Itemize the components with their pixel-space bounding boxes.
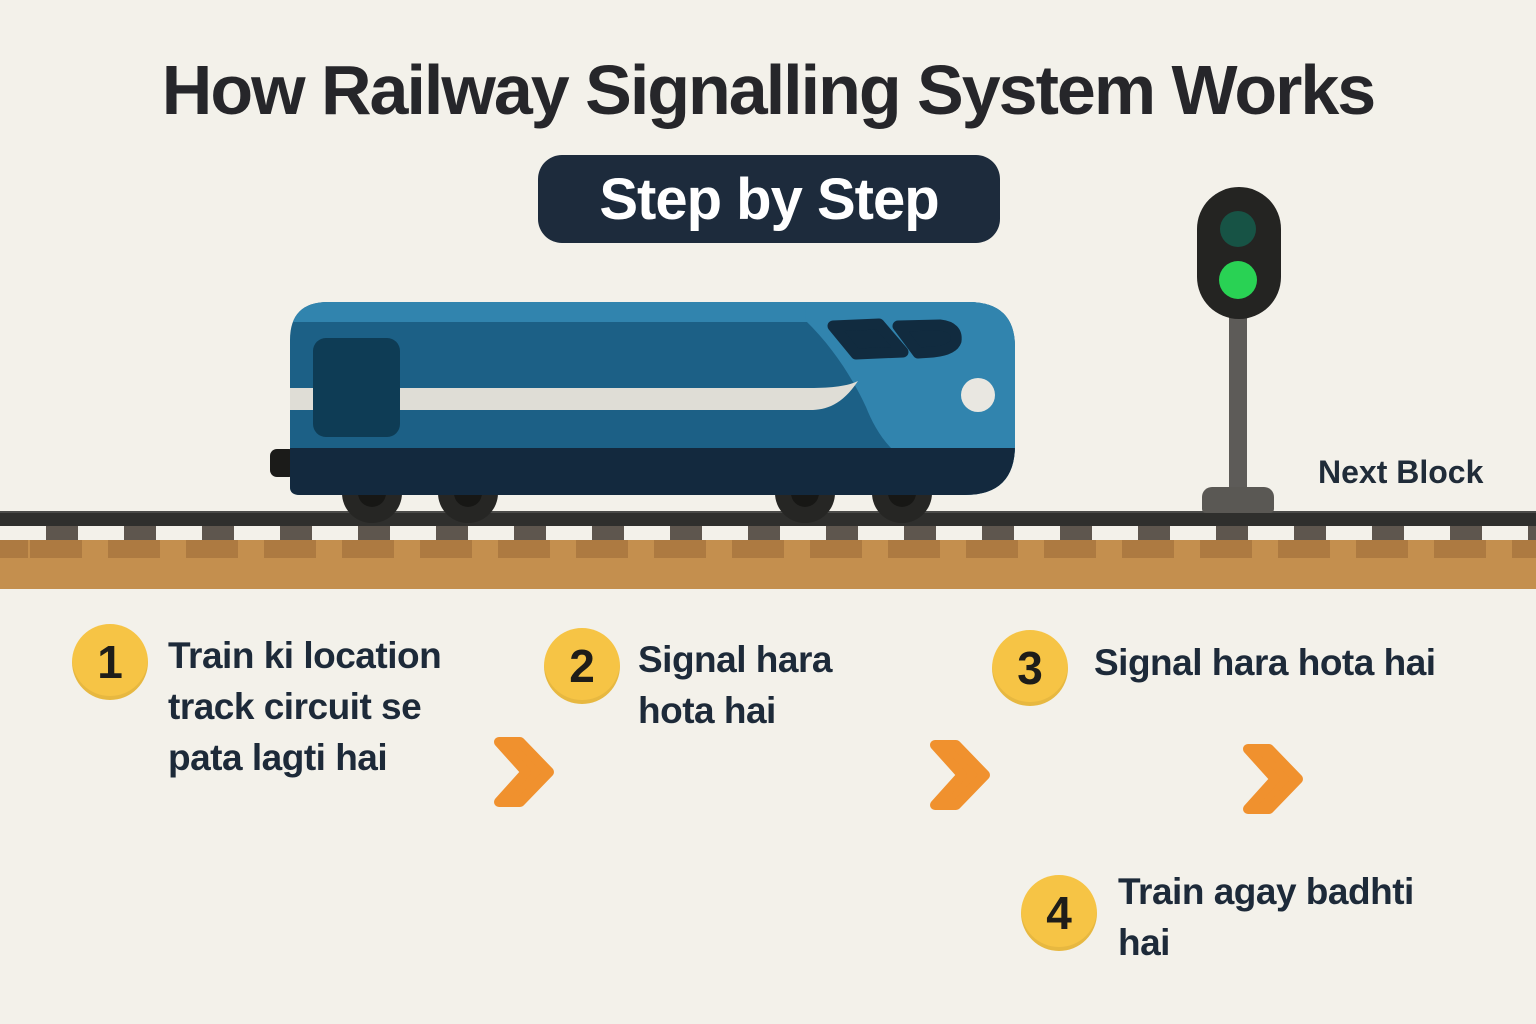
step-3-number: 3 — [992, 630, 1068, 706]
train-underbody — [290, 448, 1015, 495]
train-windshield-left — [827, 318, 909, 360]
step-1-text: Train ki location track circuit se pata … — [168, 635, 442, 778]
railway-signal-icon — [1197, 187, 1281, 319]
chevron-right-icon — [494, 737, 554, 807]
sleeper-tops — [0, 540, 1536, 558]
train-body — [290, 302, 1015, 495]
train-headlight — [961, 378, 995, 412]
train-door — [313, 338, 400, 437]
next-block-label: Next Block — [1318, 454, 1484, 490]
train-buffer — [270, 449, 296, 477]
step-4-number: 4 — [1021, 875, 1097, 951]
sleeper-row — [0, 526, 1536, 540]
signal-pole — [1229, 315, 1247, 491]
step-1-number: 1 — [72, 624, 148, 700]
page-title: How Railway Signalling System Works — [161, 51, 1376, 129]
subtitle-badge-label: Step by Step — [599, 166, 939, 232]
ballast-band — [0, 540, 1536, 589]
train-illustration — [270, 302, 1015, 523]
step-2-text: Signal hara hota hai — [638, 639, 832, 731]
step-2-number: 2 — [544, 628, 620, 704]
train-windshield-front — [892, 319, 962, 359]
step-4-text: Train agay badhti hai — [1118, 871, 1414, 963]
subtitle-badge: Step by Step — [538, 155, 1000, 243]
signal-lamp-green — [1219, 261, 1257, 299]
chevron-right-icon — [1243, 744, 1303, 814]
train-stripe — [290, 381, 858, 410]
step-3-text: Signal hara hota hai — [1094, 642, 1436, 683]
chevron-right-icon — [930, 740, 990, 810]
signal-base — [1202, 487, 1274, 513]
signal-lamp-off — [1220, 211, 1256, 247]
